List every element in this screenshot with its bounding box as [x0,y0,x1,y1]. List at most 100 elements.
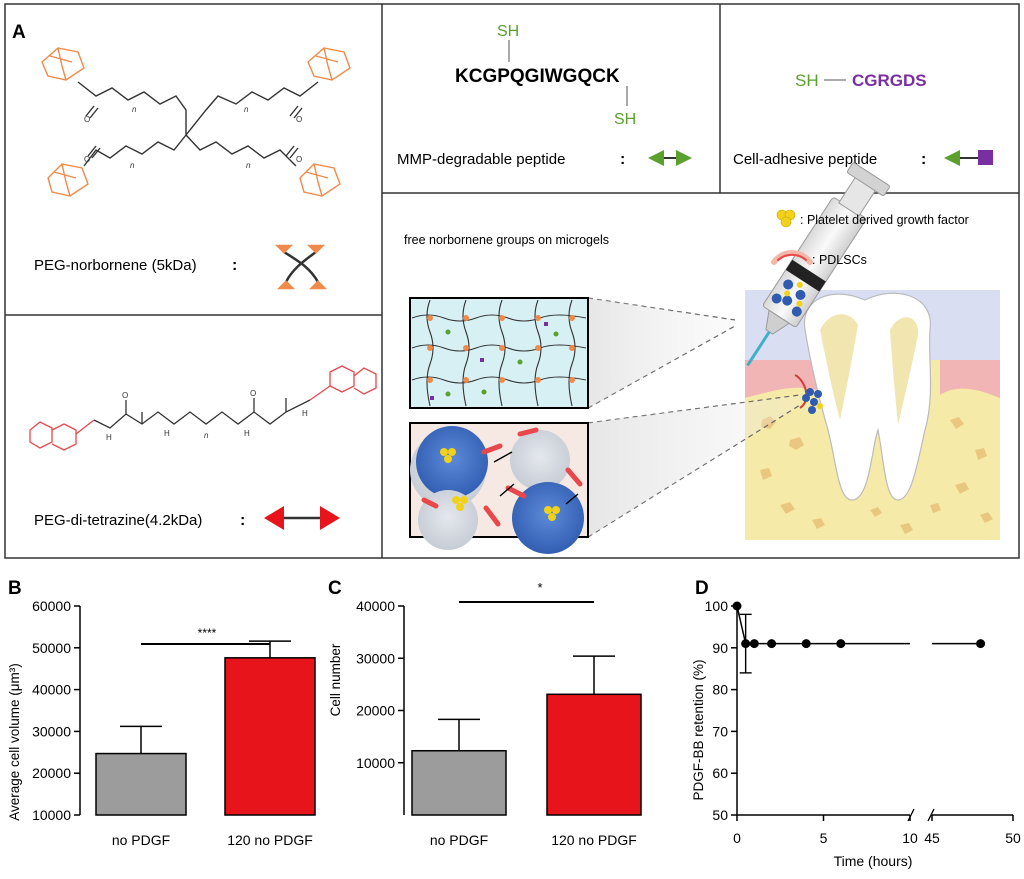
panel-b: B 10000 20000 30000 40000 50000 60000 Average… [7,578,316,848]
peg-ditetrazine-icon [264,506,340,530]
microgel-box [409,422,589,554]
peg-ditetrazine-sep: : [240,512,245,529]
x-tick-label: 10 [902,830,918,846]
chem-h: H [302,409,308,418]
axis-break [907,808,915,822]
mmp-label: MMP-degradable peptide [397,151,565,168]
y-tick-label: 60000 [32,598,71,614]
data-point [801,639,811,649]
data-point [976,639,986,649]
y-tick-label: 30000 [32,723,71,739]
y-tick-label: 50000 [32,640,71,656]
x-tick-label: 0 [733,830,741,846]
chem-o: O [250,389,256,398]
chart-b-ylabel: Average cell volume (μm³) [7,663,22,821]
peg-norbornene-icon [274,244,328,290]
zoom-cone [588,395,800,537]
chem-o: O [84,155,90,164]
mmp-sh-bottom: SH [614,111,636,128]
chart-c-sig: * [537,580,542,595]
panel-c-axes: 10000 20000 30000 40000 [356,598,642,816]
series-line [736,605,910,645]
cell-sh: SH [795,71,819,90]
legend-pdgf: : Platelet derived growth factor [776,209,969,228]
data-point [741,639,751,649]
syringe-illustration [746,162,890,367]
chart-d-xlabel: Time (hours) [834,853,913,869]
cell-adhesive-icon [944,150,993,166]
cell-sequence: CGRGDS [852,71,927,90]
data-point [836,639,846,649]
panel-c: C 10000 20000 30000 40000 Cell number * no … [328,578,642,848]
y-tick-label: 90 [712,640,728,656]
peg-ditetrazine-structure: H H H H O O n [29,365,377,451]
y-tick-label: 20000 [32,765,71,781]
free-norbornene-label: free norbornene groups on microgels [404,233,609,247]
y-tick-label: 10000 [32,807,71,823]
peg-norbornene-sep: : [232,257,237,274]
legend-pdlsc: : PDLSCs [771,250,867,267]
chem-n: n [204,431,209,440]
panel-d-label: D [695,578,709,599]
legend-pdgf-text: : Platelet derived growth factor [800,213,969,227]
panel-b-axes: 10000 20000 30000 40000 50000 60000 [32,598,316,823]
panel-a: A O O O [4,3,1020,559]
mmp-sep: : [620,151,625,168]
chem-n: n [244,105,249,114]
bar [546,693,642,816]
chem-n: n [130,161,135,170]
data-point [732,601,742,611]
injection-site [802,388,823,414]
cell-sep: : [921,151,926,168]
bar [224,657,316,816]
chart-c-ylabel: Cell number [328,643,343,716]
x-tick-label: 5 [820,830,828,846]
peg-norbornene-label: PEG-norbornene (5kDa) [34,257,197,274]
panel-c-label: C [328,578,342,599]
x-tick-label: 45 [924,830,940,846]
legend-pdlsc-text: : PDLSCs [812,253,867,267]
y-tick-label: 30000 [356,650,395,666]
y-tick-label: 100 [705,598,729,614]
hydrogel-network-box [409,297,589,409]
axis-break [927,808,935,822]
chart-c-cat-0: no PDGF [430,832,488,848]
chem-n: n [132,105,137,114]
chart-b-cat-0: no PDGF [112,832,170,848]
data-point [749,639,759,649]
y-tick-label: 10000 [356,755,395,771]
y-tick-label: 20000 [356,703,395,719]
chart-b-sig: **** [198,626,217,640]
y-tick-label: 40000 [32,682,71,698]
panel-b-label: B [8,578,22,599]
mmp-peptide-icon [648,150,692,166]
chem-o: O [296,155,302,164]
panel-a-label: A [12,22,26,43]
chart-b-cat-1: 120 no PDGF [227,832,313,848]
chem-h: H [164,429,170,438]
mmp-sequence: KCGPQGIWGQCK [455,66,620,87]
peg-ditetrazine-label: PEG-di-tetrazine(4.2kDa) [34,512,202,529]
x-tick-label: 50 [1005,830,1021,846]
bar [95,752,187,816]
y-tick-label: 40000 [356,598,395,614]
mmp-sh-top: SH [497,23,519,40]
bar [411,749,507,816]
chem-h: H [106,433,112,442]
chart-d-ylabel: PDGF-BB retention (%) [691,659,706,800]
chem-o: O [122,391,128,400]
y-tick-label: 80 [712,682,728,698]
chem-o: O [84,115,90,124]
y-tick-label: 70 [712,723,728,739]
data-point [767,639,777,649]
peg-norbornene-structure: O O O O n n n n [41,47,351,197]
zoom-cone [588,298,735,408]
y-tick-label: 50 [712,807,728,823]
chart-c-cat-1: 120 no PDGF [551,832,637,848]
chem-o: O [296,115,302,124]
chem-n: n [246,161,251,170]
